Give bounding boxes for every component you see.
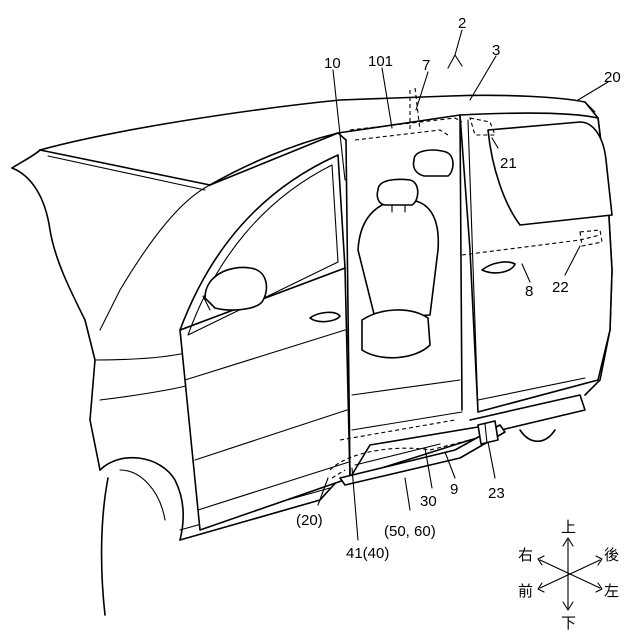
sliding-door (460, 113, 612, 412)
direction-left-label: 左 (604, 582, 619, 600)
label-30: 30 (420, 493, 437, 510)
label-2: 2 (458, 15, 466, 32)
label-7: 7 (422, 57, 430, 74)
direction-compass: 上 下 右 後 前 左 (518, 518, 619, 632)
headrest (377, 179, 418, 205)
direction-front-label: 前 (518, 582, 533, 600)
label-101: 101 (368, 53, 393, 70)
seat-back (358, 200, 438, 318)
bracket-23 (478, 421, 498, 444)
direction-up-label: 上 (561, 518, 576, 536)
label-20: 20 (604, 69, 621, 86)
label-23: 23 (488, 485, 505, 502)
direction-right-label: 右 (518, 546, 533, 564)
label-41-40: 41(40) (346, 545, 389, 562)
label-9: 9 (450, 481, 458, 498)
label-3: 3 (492, 42, 500, 59)
label-21: 21 (500, 155, 517, 172)
rear-headrest (413, 150, 453, 176)
label-10: 10 (324, 55, 341, 72)
direction-down-label: 下 (561, 614, 576, 632)
label-22: 22 (552, 279, 569, 296)
label-8: 8 (525, 283, 533, 300)
direction-rear-label: 後 (604, 546, 619, 564)
label-20-paren: (20) (296, 512, 323, 529)
front-door (180, 155, 350, 530)
seat-cushion (362, 310, 430, 358)
label-50-60: (50, 60) (384, 523, 436, 540)
